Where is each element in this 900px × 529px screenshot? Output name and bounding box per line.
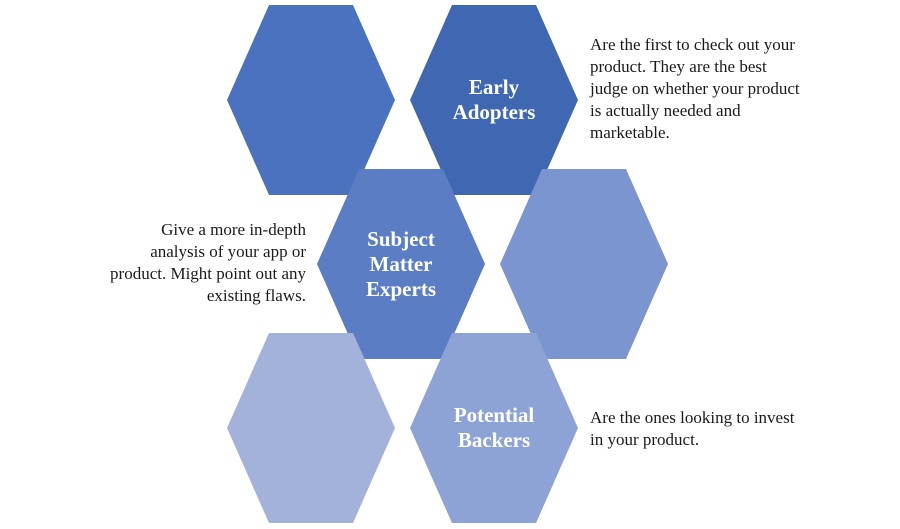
early-adopters-label: Early Adopters: [430, 60, 558, 140]
subject-matter-experts-description: Give a more in-depth analysis of your ap…: [110, 220, 306, 305]
hexagon-blank-bottom-left: [227, 333, 395, 523]
hexagon-potential-backers: [410, 333, 578, 523]
hexagon-subject-matter-experts: [317, 169, 485, 359]
hexagon-early-adopters: [410, 5, 578, 195]
potential-backers-text: Potential Backers: [453, 403, 535, 452]
hexagon-blank-top-left: [227, 5, 395, 195]
subject-matter-experts-text: Subject Matter Experts: [366, 226, 436, 301]
potential-backers-description: Are the ones looking to invest in your p…: [590, 408, 795, 449]
early-adopters-description: Are the first to check out your product.…: [590, 35, 800, 142]
subject-matter-experts-label: Subject Matter Experts: [337, 212, 465, 316]
potential-backers-label: Potential Backers: [430, 388, 558, 468]
early-adopters-text: Early Adopters: [452, 75, 536, 124]
hexagon-blank-mid-right: [500, 169, 668, 359]
